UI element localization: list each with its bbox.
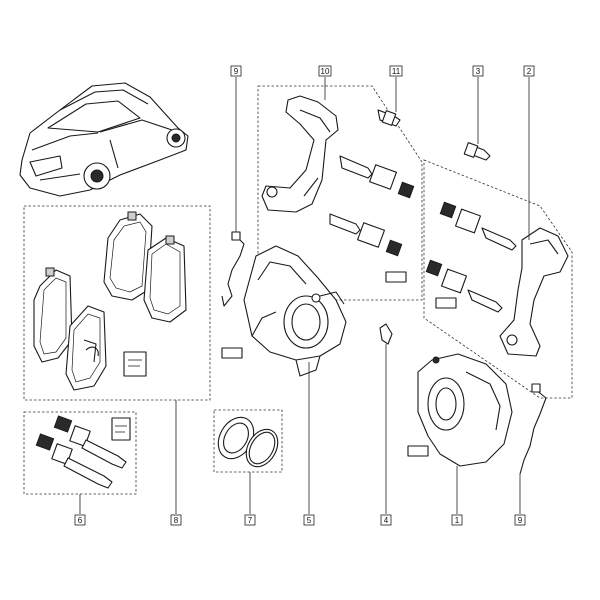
callout-6: 6 [74,514,86,526]
callout-5: 5 [303,514,315,526]
callout-label: 8 [174,516,179,525]
callout-label: 11 [392,67,401,76]
caliper-bracket-right-icon [499,227,569,357]
callout-label: 9 [518,516,523,525]
brake-pad-group-box [23,205,211,401]
guide-pin-left-icon [329,155,415,283]
callout-label: 9 [234,67,239,76]
callout-label: 1 [455,516,460,525]
callout-7: 7 [244,514,256,526]
callout-label: 3 [476,67,481,76]
callout-9-bottom: 9 [514,514,526,526]
bolt-icon [377,109,491,345]
seal-ring-icon [217,416,279,468]
guide-pin-right-icon [425,201,517,313]
guide-pin-kit-icon [35,415,131,489]
caliper-icon [221,245,347,377]
callout-3: 3 [472,65,484,77]
callout-label: 10 [321,67,330,76]
grease-sachet-icon [123,351,147,377]
wear-sensor-right-icon [519,383,547,475]
callout-9-top: 9 [230,65,242,77]
caliper-bracket-left-icon [261,95,339,213]
piston-seal-kit-box [213,409,283,473]
callout-label: 5 [307,516,312,525]
caliper-right-icon [407,353,513,467]
wear-sensor-icon [221,231,245,307]
callout-1: 1 [451,514,463,526]
callout-8: 8 [170,514,182,526]
callout-label: 6 [78,516,83,525]
leader-lines [79,77,530,514]
car-icon [19,82,189,197]
brake-pad-icon [33,211,187,391]
callout-10: 10 [318,65,332,77]
callout-label: 4 [384,516,389,525]
carrier-right-group-outline [423,159,573,399]
callout-11: 11 [389,65,403,77]
callout-label: 2 [527,67,532,76]
callout-4: 4 [380,514,392,526]
carrier-left-group-outline [257,85,423,301]
callout-2: 2 [523,65,535,77]
callout-label: 7 [248,516,253,525]
